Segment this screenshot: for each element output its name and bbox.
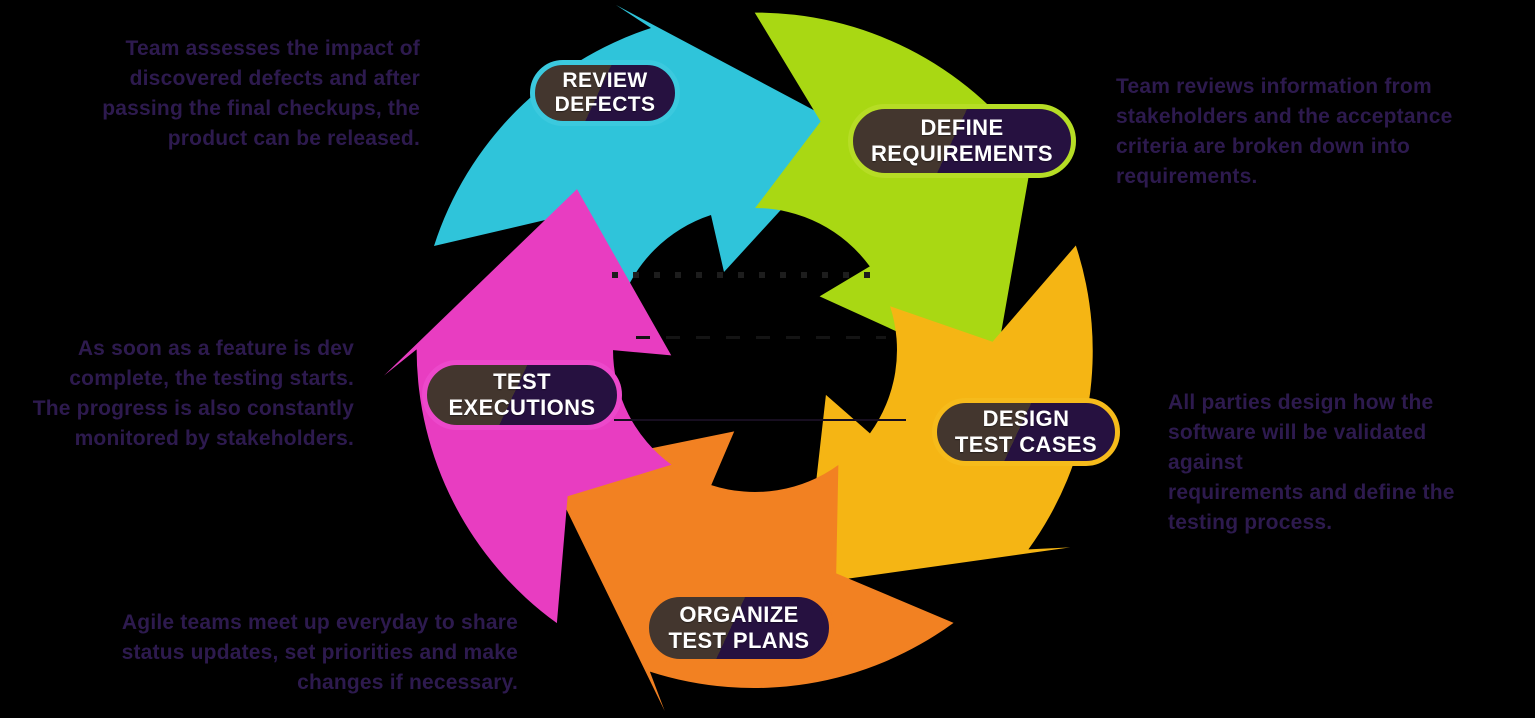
step-pill-test-executions: TEST EXECUTIONS — [422, 360, 622, 430]
annotation-define-requirements: Team reviews information from stakeholde… — [1116, 75, 1453, 188]
step-pill-organize-test-plans: ORGANIZE TEST PLANS — [644, 592, 834, 664]
annotation-review-defects: Team assesses the impact of discovered d… — [102, 37, 420, 150]
center-dashed-row — [636, 336, 886, 339]
annotation-design-test-cases: All parties design how the software will… — [1168, 391, 1455, 534]
annotation-test-executions: As soon as a feature is dev complete, th… — [32, 337, 354, 450]
step-pill-design-test-cases: DESIGN TEST CASES — [932, 398, 1120, 466]
arrow-define-requirements — [754, 12, 1041, 376]
step-pill-review-defects: REVIEW DEFECTS — [530, 60, 680, 126]
arrow-review-defects — [434, 5, 853, 306]
step-pill-define-requirements: DEFINE REQUIREMENTS — [848, 104, 1076, 178]
center-dotted-row — [612, 272, 882, 278]
annotation-organize-test-plans: Agile teams meet up everyday to share st… — [121, 611, 518, 694]
center-underline — [614, 419, 906, 421]
